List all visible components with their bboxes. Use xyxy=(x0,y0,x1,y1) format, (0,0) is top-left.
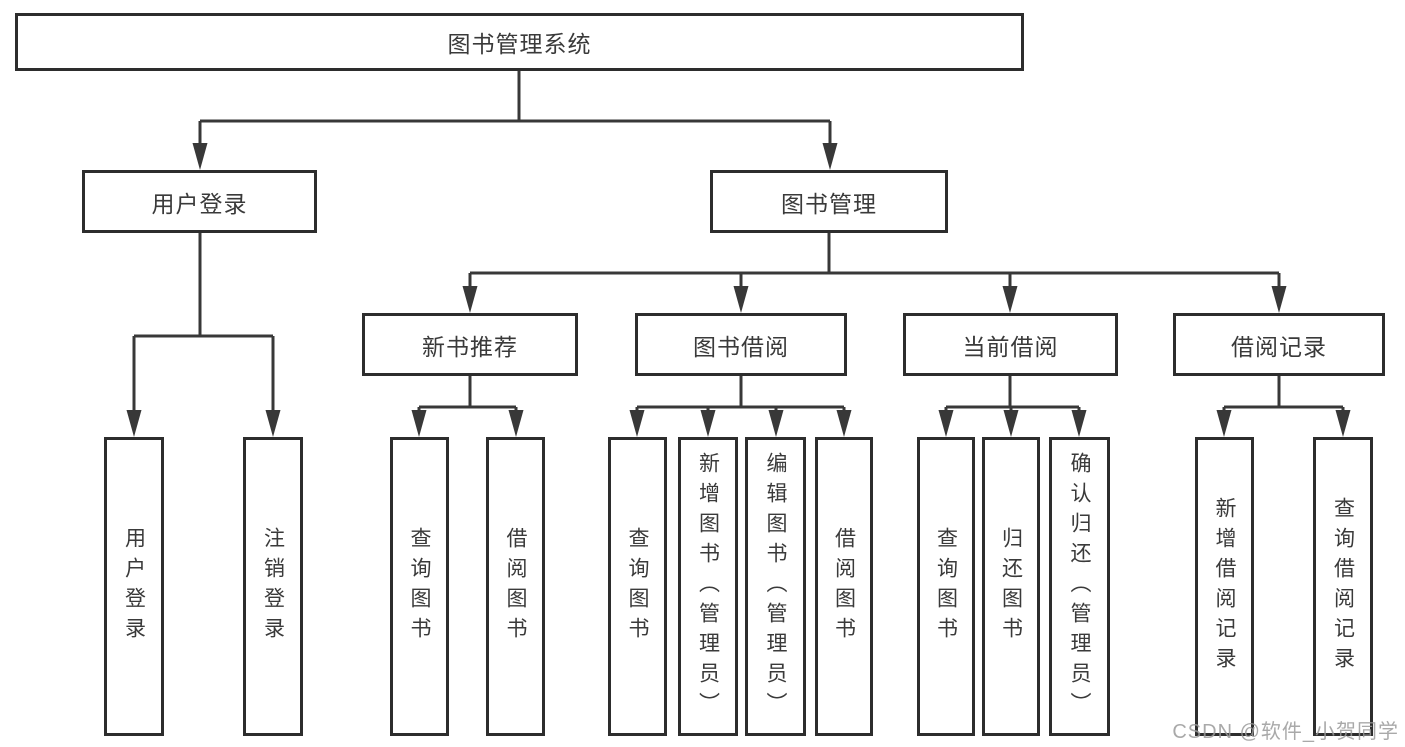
node-leaf-br-add-record: 新增借阅记录 xyxy=(1195,437,1254,736)
node-leaf-cb-return-books: 归还图书 xyxy=(982,437,1040,736)
csdn-watermark: CSDN @软件_小贺同学 xyxy=(1172,721,1399,743)
leaf-label: 查询图书 xyxy=(934,526,958,647)
leaf-label: 归还图书 xyxy=(999,526,1023,647)
arrow-icon xyxy=(1271,286,1287,313)
arrow-icon xyxy=(1071,410,1087,437)
node-leaf-nb-borrow-books: 借阅图书 xyxy=(486,437,545,736)
node-book-borrow: 图书借阅 xyxy=(635,313,847,376)
arrow-icon xyxy=(822,143,838,170)
node-leaf-cb-query-books: 查询图书 xyxy=(917,437,975,736)
arrow-icon xyxy=(265,410,281,437)
node-leaf-bb-borrow-books: 借阅图书 xyxy=(815,437,873,736)
arrowheads xyxy=(126,143,1351,437)
connector-new-books xyxy=(417,376,518,412)
arrow-icon xyxy=(938,410,954,437)
leaf-label: 查询借阅记录 xyxy=(1331,496,1355,677)
connector-book-borrow xyxy=(635,376,846,412)
node-leaf-bb-query-books: 查询图书 xyxy=(608,437,667,736)
connector-current-borrow xyxy=(944,376,1081,412)
node-leaf-bb-add-books-admin: 新增图书（管理员） xyxy=(678,437,738,736)
node-current-borrow: 当前借阅 xyxy=(903,313,1118,376)
leaf-label: 借阅图书 xyxy=(504,526,527,647)
node-user-login: 用户登录 xyxy=(82,170,317,233)
arrow-icon xyxy=(192,143,208,170)
leaf-label: 借阅图书 xyxy=(832,526,856,647)
connector-book-mgmt xyxy=(468,233,1281,289)
node-book-management: 图书管理 xyxy=(710,170,948,233)
node-borrow-records: 借阅记录 xyxy=(1173,313,1385,376)
leaf-label: 新增图书（管理员） xyxy=(696,451,720,722)
arrow-icon xyxy=(1002,286,1018,313)
connector-root xyxy=(198,70,832,146)
node-library-management-system: 图书管理系统 xyxy=(15,13,1024,71)
connector-borrow-records xyxy=(1222,376,1345,412)
leaf-label: 确认归还（管理员） xyxy=(1068,451,1091,722)
arrow-icon xyxy=(768,410,784,437)
node-leaf-nb-query-books: 查询图书 xyxy=(390,437,449,736)
leaf-label: 查询图书 xyxy=(408,526,431,647)
node-leaf-br-query-record: 查询借阅记录 xyxy=(1313,437,1373,736)
node-leaf-logout: 注销登录 xyxy=(243,437,303,736)
node-new-book-recommend: 新书推荐 xyxy=(362,313,578,376)
arrow-icon xyxy=(629,410,645,437)
leaf-label: 查询图书 xyxy=(626,526,649,647)
leaf-label: 新增借阅记录 xyxy=(1213,496,1236,677)
node-leaf-user-login: 用户登录 xyxy=(104,437,164,736)
arrow-icon xyxy=(462,286,478,313)
arrow-icon xyxy=(1335,410,1351,437)
arrow-icon xyxy=(1216,410,1232,437)
node-leaf-bb-edit-books-admin: 编辑图书（管理员） xyxy=(745,437,806,736)
arrow-icon xyxy=(126,410,142,437)
node-leaf-cb-confirm-return-admin: 确认归还（管理员） xyxy=(1049,437,1110,736)
leaf-label: 注销登录 xyxy=(261,526,285,647)
arrow-icon xyxy=(508,410,524,437)
arrow-icon xyxy=(700,410,716,437)
leaf-label: 用户登录 xyxy=(122,526,146,647)
arrow-icon xyxy=(836,410,852,437)
arrow-icon xyxy=(1003,410,1019,437)
arrow-icon xyxy=(411,410,427,437)
arrow-icon xyxy=(733,286,749,313)
leaf-label: 编辑图书（管理员） xyxy=(764,451,787,722)
connector-user-login xyxy=(132,233,275,413)
